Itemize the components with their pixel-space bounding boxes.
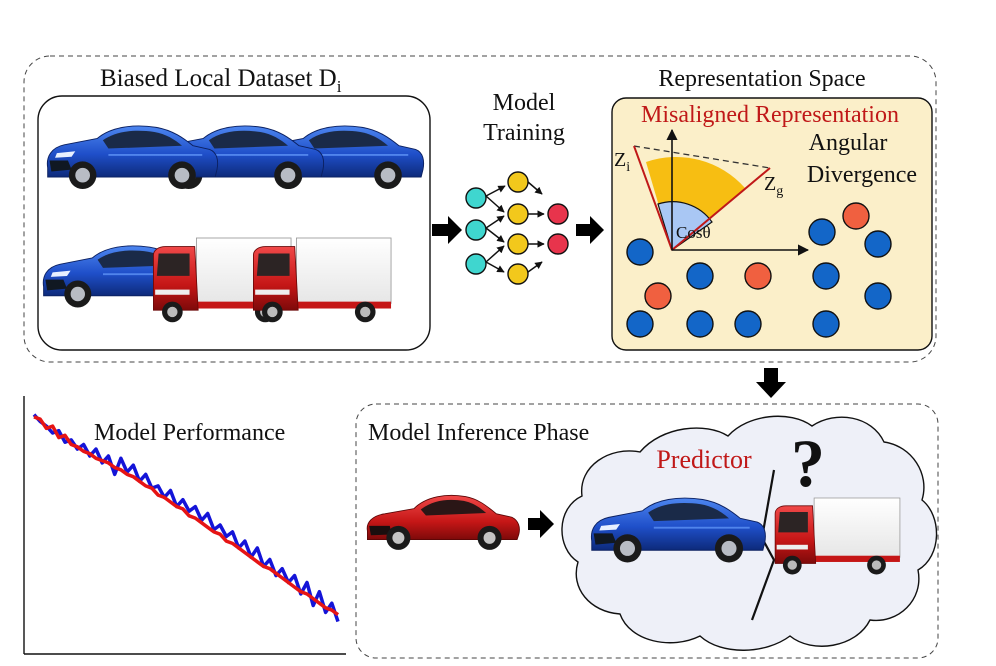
down-arrow-icon <box>756 368 786 398</box>
cos-label: Cosθ <box>676 223 711 242</box>
misaligned-label: Misaligned Representation <box>641 102 899 128</box>
inference-panel-frame <box>355 403 939 659</box>
zi-vector <box>633 145 673 251</box>
predictor-label: Predictor <box>656 445 752 474</box>
rep-point-blue <box>626 238 654 266</box>
rep-point-orange <box>744 262 772 290</box>
rep-point-blue <box>808 218 836 246</box>
angular-label-line2: Divergence <box>807 162 917 188</box>
nn-nodes <box>465 171 569 285</box>
rep-point-blue <box>864 282 892 310</box>
rep-point-blue <box>812 262 840 290</box>
neural-network-icon <box>485 181 545 273</box>
performance-plot: Model Performance <box>23 396 346 655</box>
zg-vector <box>671 167 771 251</box>
dataset-title: Biased Local Dataset Di <box>100 65 342 96</box>
perf-series-red <box>33 415 340 617</box>
representation-title: Representation Space <box>658 66 865 92</box>
cloud-divider <box>750 469 776 621</box>
inference-title: Model Inference Phase <box>368 420 589 446</box>
top-panel-frame <box>23 55 937 363</box>
rep-point-blue <box>734 310 762 338</box>
training-label-line1: Model <box>493 90 556 116</box>
question-mark-icon: ? <box>791 425 825 501</box>
dashed-chord <box>633 145 771 169</box>
flow-arrow-icon <box>576 216 604 244</box>
zg-label: Zg <box>764 173 783 199</box>
flow-arrow-icon <box>528 510 554 538</box>
rep-point-blue <box>686 310 714 338</box>
zi-label: Zi <box>614 149 630 175</box>
rep-point-blue <box>812 310 840 338</box>
angular-label-line1: Angular <box>809 130 888 156</box>
rep-point-orange <box>842 202 870 230</box>
representation-points <box>626 202 892 338</box>
rep-point-blue <box>686 262 714 290</box>
training-label-line2: Training <box>483 120 565 146</box>
flow-arrow-icon <box>432 216 462 244</box>
red-car-image <box>366 494 520 551</box>
rep-point-blue <box>626 310 654 338</box>
rep-point-blue <box>864 230 892 258</box>
performance-title: Model Performance <box>94 420 285 446</box>
rep-point-orange <box>644 282 672 310</box>
